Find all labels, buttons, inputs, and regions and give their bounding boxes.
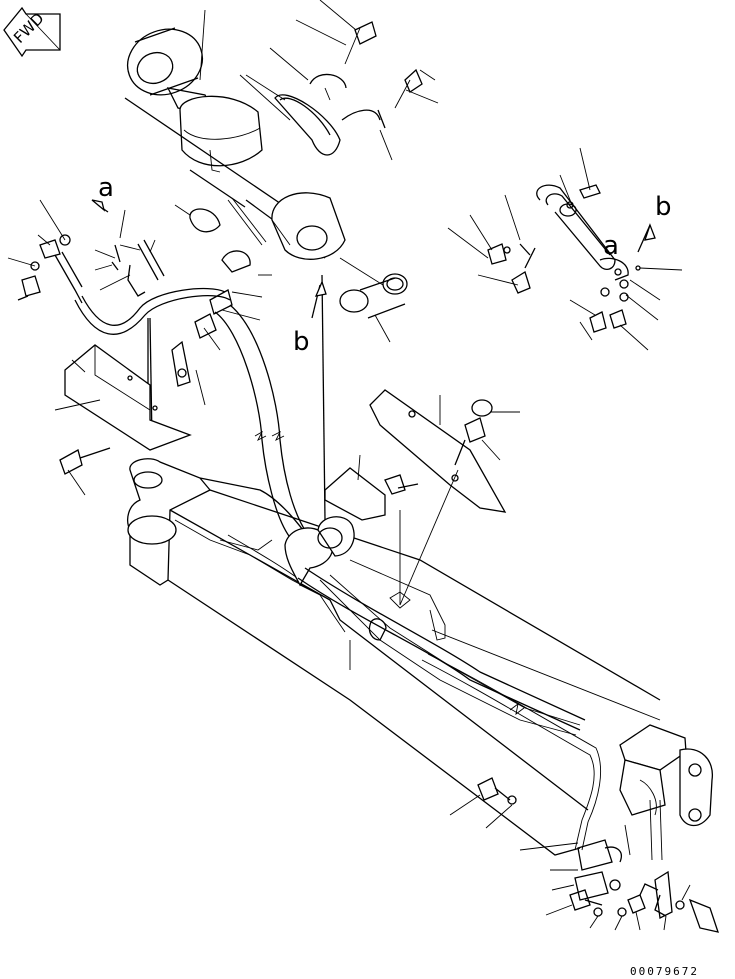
view-arrow-a — [91, 199, 109, 213]
bracket-cover-left — [54, 344, 192, 496]
detail-view-b — [447, 147, 683, 351]
view-label-a-main: a — [98, 173, 114, 203]
view-label-b-main: b — [293, 327, 310, 357]
bracket-center — [324, 454, 419, 605]
hose-clamps — [171, 197, 272, 406]
view-label-b-detail: b — [655, 192, 672, 222]
view-label-a-detail: a — [603, 231, 619, 261]
boom-cylinder — [124, 27, 346, 260]
upper-clamps — [199, 0, 439, 161]
boom-arm — [127, 458, 713, 861]
view-arrow-b — [311, 280, 327, 319]
drawing-number: 00079672 — [630, 965, 699, 978]
fwd-arrow-icon: FWD — [3, 6, 61, 58]
pin-assembly — [339, 257, 408, 343]
bottom-fittings — [449, 777, 719, 933]
cover-plate-right — [369, 389, 520, 606]
hose-fittings-left — [7, 199, 165, 304]
